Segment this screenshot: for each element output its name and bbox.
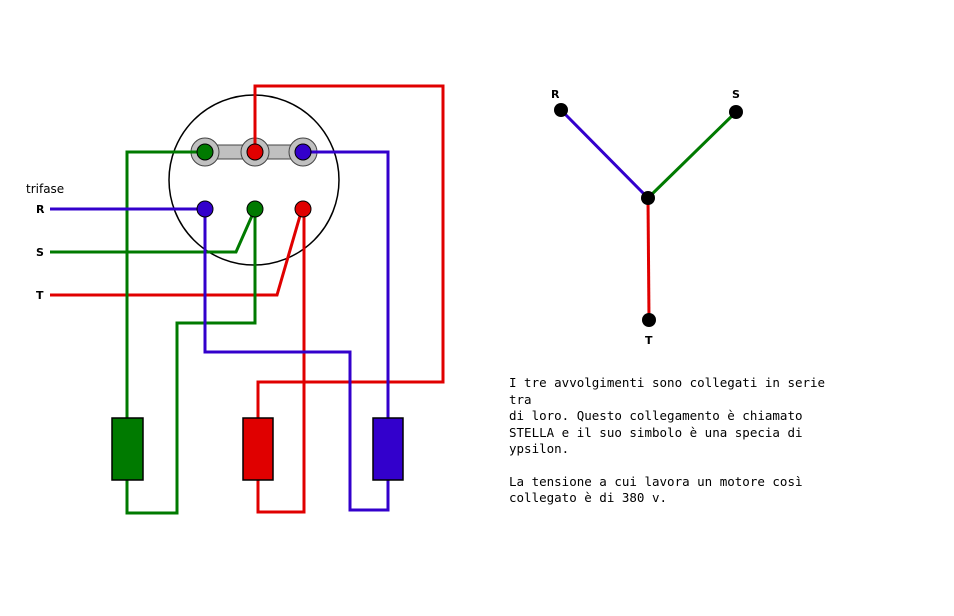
label-t: T <box>36 289 44 302</box>
terminal-bottom-blue <box>196 200 214 218</box>
caption: I tre avvolgimenti sono collegati in ser… <box>509 375 849 523</box>
wire-s-input <box>50 208 257 254</box>
star-label-s: S <box>732 88 740 101</box>
star-node-center <box>641 191 655 205</box>
wire-green-return <box>125 209 257 515</box>
star-node-t <box>642 313 656 327</box>
terminal-bottom-green <box>246 200 264 218</box>
star-node-r <box>554 103 568 117</box>
wire-red-return <box>256 209 306 514</box>
label-r: R <box>36 203 45 216</box>
star-arm-s <box>646 110 738 200</box>
wire-red-loop <box>253 84 445 418</box>
wire-blue-loop <box>303 150 390 418</box>
star-arm-t <box>646 197 651 321</box>
terminal-top-green <box>196 143 214 161</box>
star-arm-r <box>559 108 650 200</box>
coil-green <box>111 417 144 481</box>
label-trifase: trifase <box>26 182 64 196</box>
caption-paragraph-1: I tre avvolgimenti sono collegati in ser… <box>509 375 826 456</box>
coil-red <box>242 417 274 481</box>
coil-blue <box>372 417 404 481</box>
label-s: S <box>36 246 44 259</box>
star-node-s <box>729 105 743 119</box>
star-label-t: T <box>645 334 653 347</box>
caption-paragraph-2: La tensione a cui lavora un motore così … <box>509 473 803 506</box>
wire-blue-return <box>203 209 390 512</box>
star-label-r: R <box>551 88 560 101</box>
terminal-top-blue <box>294 143 312 161</box>
wire-green-loop <box>125 150 205 418</box>
terminal-bottom-red <box>294 200 312 218</box>
terminal-top-red <box>246 143 264 161</box>
